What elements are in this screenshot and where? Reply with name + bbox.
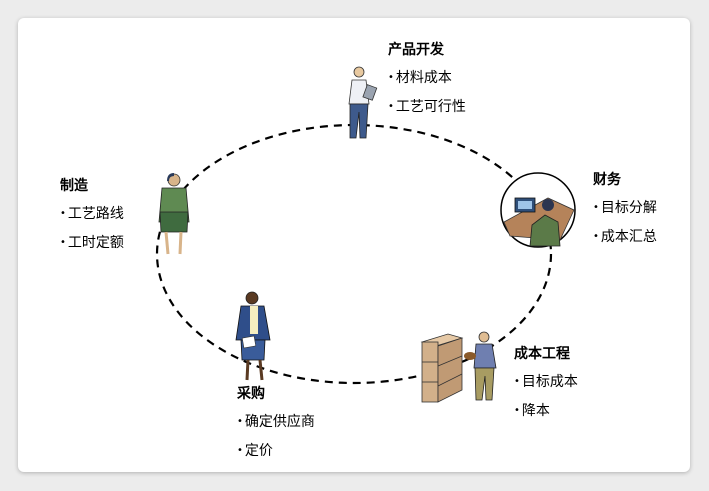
role-product-development: 产品开发 材料成本 工艺可行性 (388, 42, 466, 128)
role-item: 确定供应商 (237, 414, 315, 430)
role-title: 成本工程 (514, 346, 570, 362)
role-item: 目标成本 (514, 374, 578, 390)
role-title: 采购 (237, 386, 265, 402)
manufacturing-figure (158, 173, 190, 255)
purchasing-figure (235, 291, 271, 381)
role-finance: 财务 目标分解 成本汇总 (593, 172, 657, 258)
cost-engineer-figure (420, 331, 497, 403)
role-item: 目标分解 (593, 200, 657, 216)
role-title: 财务 (593, 172, 621, 188)
role-item: 成本汇总 (593, 229, 657, 245)
product-developer-figure (348, 66, 378, 139)
role-item: 降本 (514, 403, 578, 419)
role-item: 工时定额 (60, 235, 124, 251)
role-title: 制造 (60, 178, 88, 194)
role-manufacturing: 制造 工艺路线 工时定额 (60, 178, 124, 264)
role-cost-engineering: 成本工程 目标成本 降本 (514, 346, 578, 432)
finance-figure (500, 172, 576, 248)
role-item: 定价 (237, 443, 315, 459)
role-title: 产品开发 (388, 42, 444, 58)
role-item: 工艺路线 (60, 206, 124, 222)
role-purchasing: 采购 确定供应商 定价 (237, 386, 315, 472)
role-item: 材料成本 (388, 70, 466, 86)
role-item: 工艺可行性 (388, 99, 466, 115)
